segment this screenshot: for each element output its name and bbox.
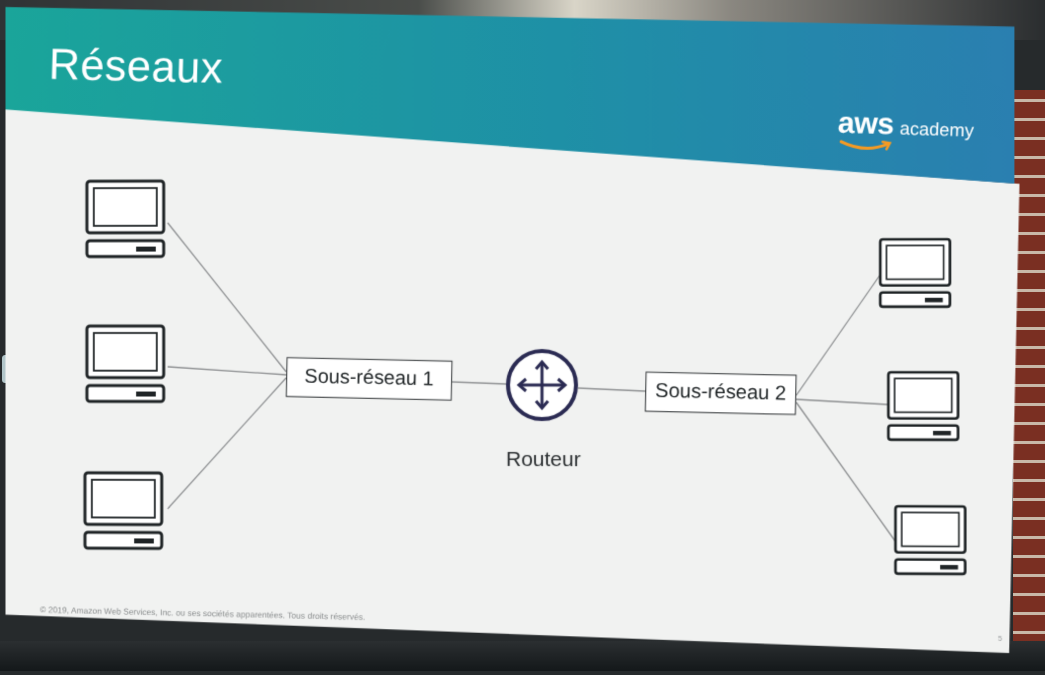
link-subnet2-pc4 <box>796 275 880 396</box>
router-label: Routeur <box>506 448 581 472</box>
link-subnet2-pc6 <box>796 402 895 541</box>
subnet-2-box: Sous-réseau 2 <box>645 372 797 415</box>
link-pc3-subnet1 <box>168 378 287 510</box>
link-router-subnet2 <box>578 388 645 391</box>
link-pc2-subnet1 <box>168 367 287 375</box>
network-diagram <box>6 0 1045 675</box>
link-subnet2-pc5 <box>796 399 888 404</box>
page-number: 5 <box>998 636 1002 643</box>
computer-icon <box>880 239 950 306</box>
subnet-1-box: Sous-réseau 1 <box>286 357 453 401</box>
computer-icon <box>87 181 164 257</box>
router-icon <box>508 351 576 419</box>
computer-icon <box>85 473 162 549</box>
link-subnet1-router <box>452 382 506 384</box>
link-pc1-subnet1 <box>168 222 287 371</box>
computer-icon <box>87 326 164 401</box>
computer-icon <box>895 506 965 574</box>
computer-icon <box>888 372 958 440</box>
